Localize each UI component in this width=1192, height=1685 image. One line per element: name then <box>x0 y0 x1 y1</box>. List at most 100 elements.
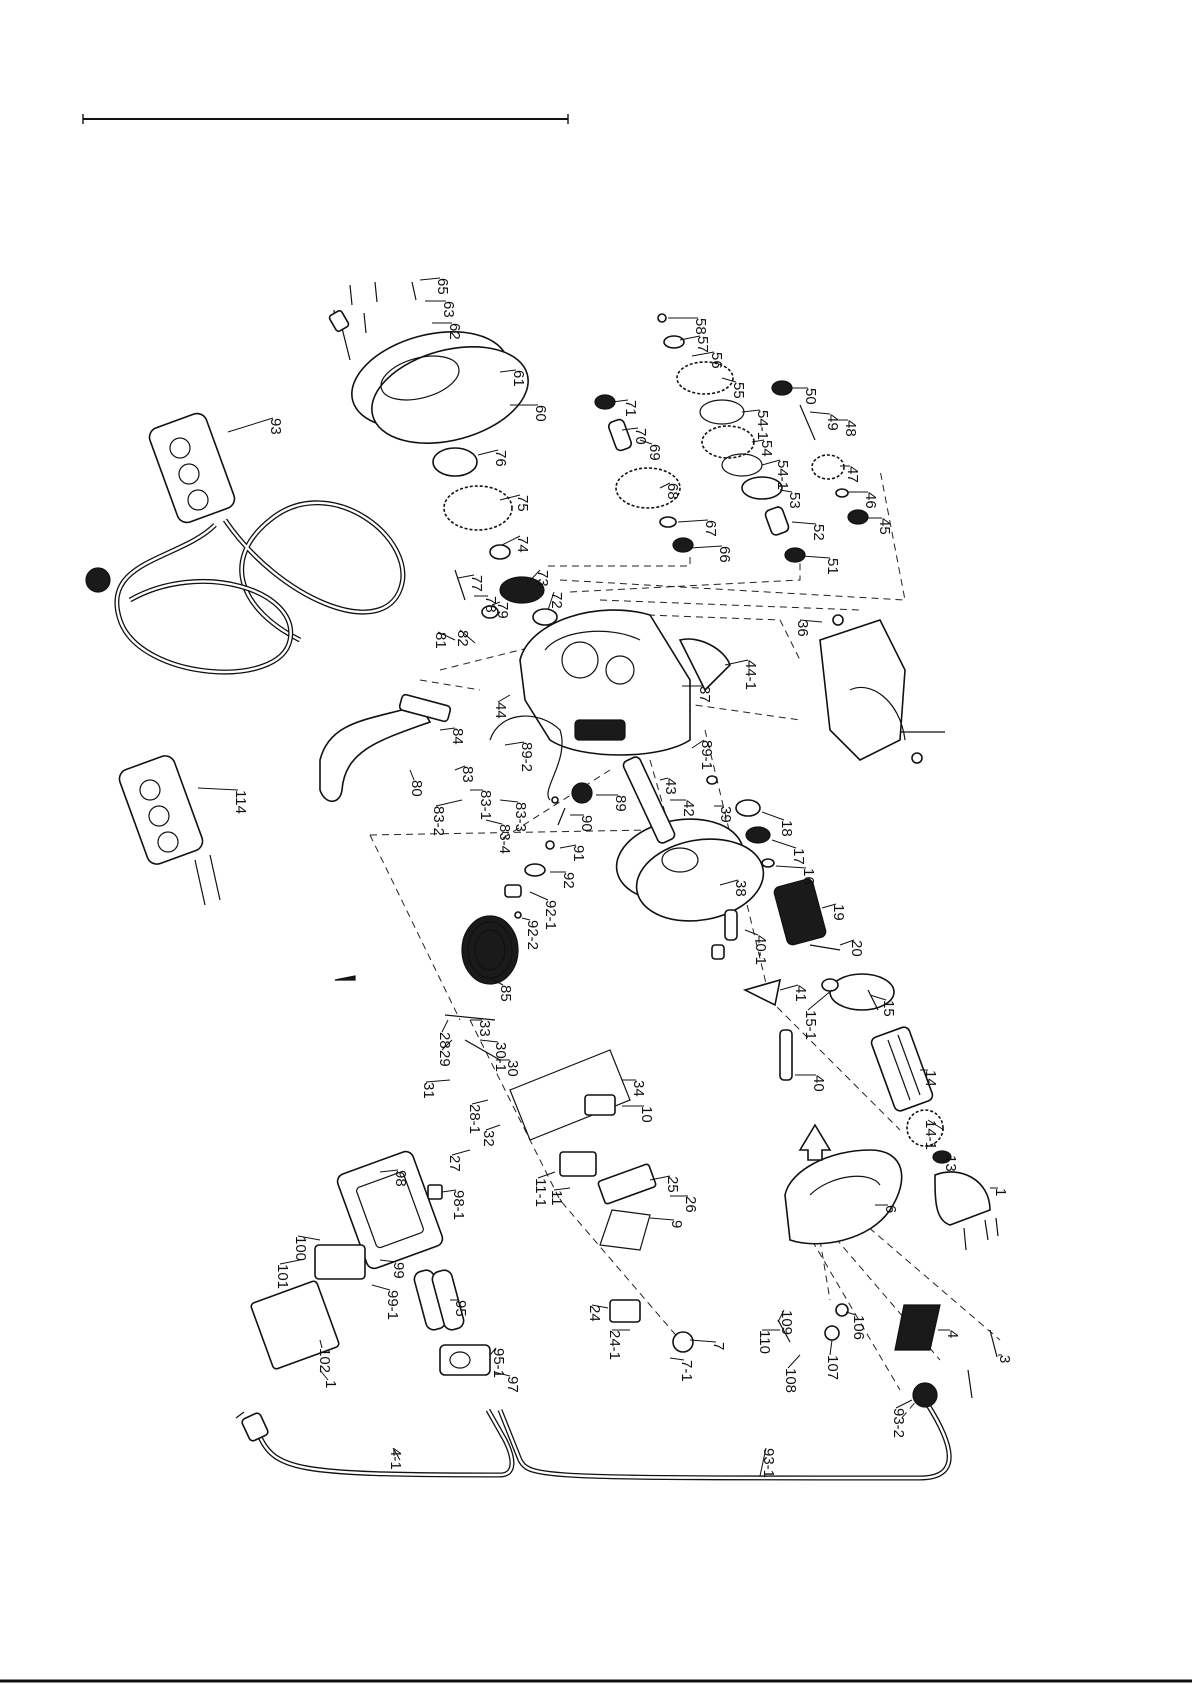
leader-line <box>441 1189 457 1193</box>
part-number: 41 <box>792 985 809 1002</box>
part-number: 3 <box>996 1355 1013 1363</box>
part-number: 24-1 <box>606 1330 623 1360</box>
control-box-assembly <box>250 1150 491 1376</box>
part-callout-p49: 49 <box>809 411 841 431</box>
part-number: 10 <box>638 1106 655 1123</box>
part-callout-p15-1: 15-1 <box>802 989 833 1040</box>
leader-line <box>489 1347 497 1356</box>
leader-line <box>759 1447 767 1477</box>
part-callout-p47: 47 <box>840 465 861 483</box>
part-number: 56 <box>708 352 725 369</box>
leader-line <box>821 903 837 909</box>
part-callout-p15: 15 <box>869 994 897 1017</box>
part-number: 50 <box>802 388 819 405</box>
part-number: 99 <box>390 1262 407 1279</box>
part-callout-p89-1: 89-1 <box>691 739 715 770</box>
part-number: 65 <box>434 278 451 295</box>
part-number: 71 <box>622 400 639 417</box>
part-number: 43 <box>662 778 679 795</box>
leader-line <box>499 494 521 501</box>
part-number: 7-1 <box>678 1360 695 1382</box>
part-callout-p1b: 1 <box>319 1369 339 1388</box>
part-callout-p67: 67 <box>677 519 719 537</box>
part-callout-p100: 100 <box>292 1235 321 1261</box>
part-callout-p93-2: 93-2 <box>890 1399 913 1438</box>
part-number: 19 <box>830 904 847 921</box>
part-callout-p16: 16 <box>775 865 817 885</box>
leader-line <box>371 1284 391 1291</box>
part-callout-p70: 70 <box>621 427 649 445</box>
leader-line <box>227 417 274 433</box>
part-callout-p76: 76 <box>477 449 509 467</box>
part-number: 83 <box>459 766 476 783</box>
part-number: 61 <box>510 370 527 387</box>
part-callout-p37: 37 <box>682 685 713 703</box>
part-callout-p4-1: 4-1 <box>387 1447 404 1470</box>
gear-cover-assembly <box>333 281 558 626</box>
part-number: 89-2 <box>518 742 535 772</box>
part-callout-p65: 65 <box>419 277 451 295</box>
part-number: 91 <box>570 845 587 862</box>
part-callout-p56: 56 <box>691 351 725 369</box>
part-number: 74 <box>514 536 531 553</box>
part-callout-p95: 95 <box>450 1299 469 1317</box>
pendant-control-114 <box>118 755 221 906</box>
part-number: 49 <box>824 414 841 431</box>
leader-line <box>724 659 749 666</box>
part-number: 40-1 <box>752 935 769 965</box>
part-callout-p62: 62 <box>432 322 463 340</box>
part-number: 52 <box>810 524 827 541</box>
part-number: 109 <box>778 1310 795 1335</box>
part-number: 13 <box>942 1155 959 1172</box>
part-number: 16 <box>800 868 817 885</box>
part-callout-p41: 41 <box>779 984 809 1002</box>
part-callout-p93-1: 93-1 <box>759 1447 777 1478</box>
leader-line <box>659 482 671 489</box>
leader-line <box>319 1339 323 1349</box>
leader-line <box>485 819 503 825</box>
leader-line <box>639 439 653 445</box>
part-callout-p36: 36 <box>794 619 823 637</box>
part-number: 24 <box>586 1305 603 1322</box>
part-number: 40 <box>810 1075 827 1092</box>
leader-line <box>525 569 541 586</box>
part-number: 15 <box>880 1000 897 1017</box>
motor-end-cap <box>934 1171 999 1251</box>
leader-line <box>869 994 887 1001</box>
part-number: 54-1 <box>754 410 771 440</box>
leader-line <box>741 409 761 413</box>
leader-line <box>504 741 525 746</box>
part-callout-p99: 99 <box>379 1259 407 1279</box>
part-callout-p44-1: 44-1 <box>724 659 759 690</box>
part-number: 63 <box>440 301 457 318</box>
part-callout-p28-1: 28-1 <box>466 1099 489 1134</box>
leader-line <box>691 739 705 749</box>
part-number: 99-1 <box>384 1290 401 1320</box>
part-number: 80 <box>408 780 425 797</box>
part-number: 11 <box>548 1190 565 1206</box>
main-housing <box>519 609 731 756</box>
part-number: 39 <box>717 806 734 823</box>
part-number: 78 <box>482 596 499 613</box>
part-callout-p63: 63 <box>425 300 457 318</box>
part-number: 77 <box>468 575 485 592</box>
leader-line <box>744 929 759 936</box>
part-callout-p13: 13 <box>942 1155 959 1172</box>
part-number: 54-1 <box>774 460 791 490</box>
leader-line <box>547 591 555 611</box>
part-callout-p42: 42 <box>670 799 697 817</box>
circuit-plate-assembly <box>444 1014 694 1353</box>
part-number: 84 <box>449 728 466 745</box>
part-number: 42 <box>680 800 697 817</box>
leader-line <box>459 629 476 644</box>
leader-line <box>775 865 807 869</box>
leader-line <box>454 765 466 771</box>
part-number: 27 <box>446 1155 463 1172</box>
part-number: 4-1 <box>387 1448 404 1470</box>
leader-line <box>809 411 831 415</box>
part-callout-p91: 91 <box>559 844 587 862</box>
part-number: 44-1 <box>742 660 759 690</box>
part-callout-p66: 66 <box>689 545 733 563</box>
leader-line <box>761 811 785 821</box>
